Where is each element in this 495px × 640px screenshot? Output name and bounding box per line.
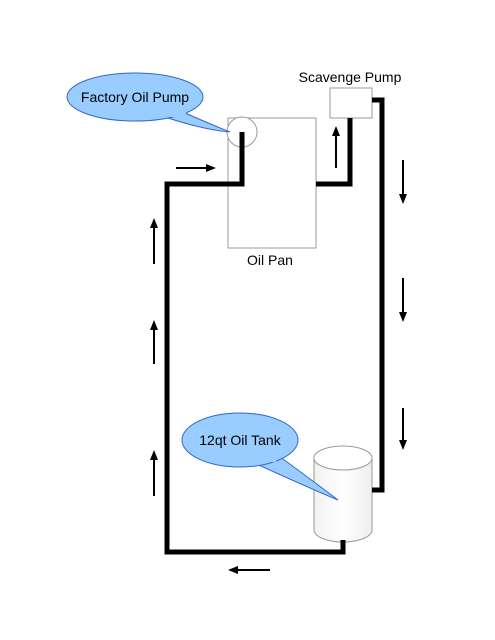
oil-tank-callout: 12qt Oil Tank xyxy=(181,412,339,501)
flow-arrow-left xyxy=(228,566,270,574)
oil-line xyxy=(164,132,346,555)
scavenge-line xyxy=(316,118,353,187)
factory-oil-pump-callout: Factory Oil Pump xyxy=(66,72,231,133)
flow-arrow-up xyxy=(332,126,340,168)
flow-arrow-right xyxy=(176,164,216,172)
oil-tank-callout-text: 12qt Oil Tank xyxy=(199,432,281,448)
flow-arrow-down xyxy=(399,408,407,450)
flow-arrow-up xyxy=(150,218,158,264)
scavenge-pump-label: Scavenge Pump xyxy=(299,69,402,85)
oil-tank xyxy=(313,445,373,543)
flow-arrow-up xyxy=(150,450,158,496)
return-line xyxy=(372,97,385,493)
scavenge-pump xyxy=(329,87,373,119)
flow-arrow-down xyxy=(399,278,407,322)
factory-oil-pump-callout-text: Factory Oil Pump xyxy=(81,89,189,105)
flow-arrow-up xyxy=(150,320,158,364)
oil-pan-label: Oil Pan xyxy=(247,252,293,268)
flow-arrow-down xyxy=(399,160,407,204)
